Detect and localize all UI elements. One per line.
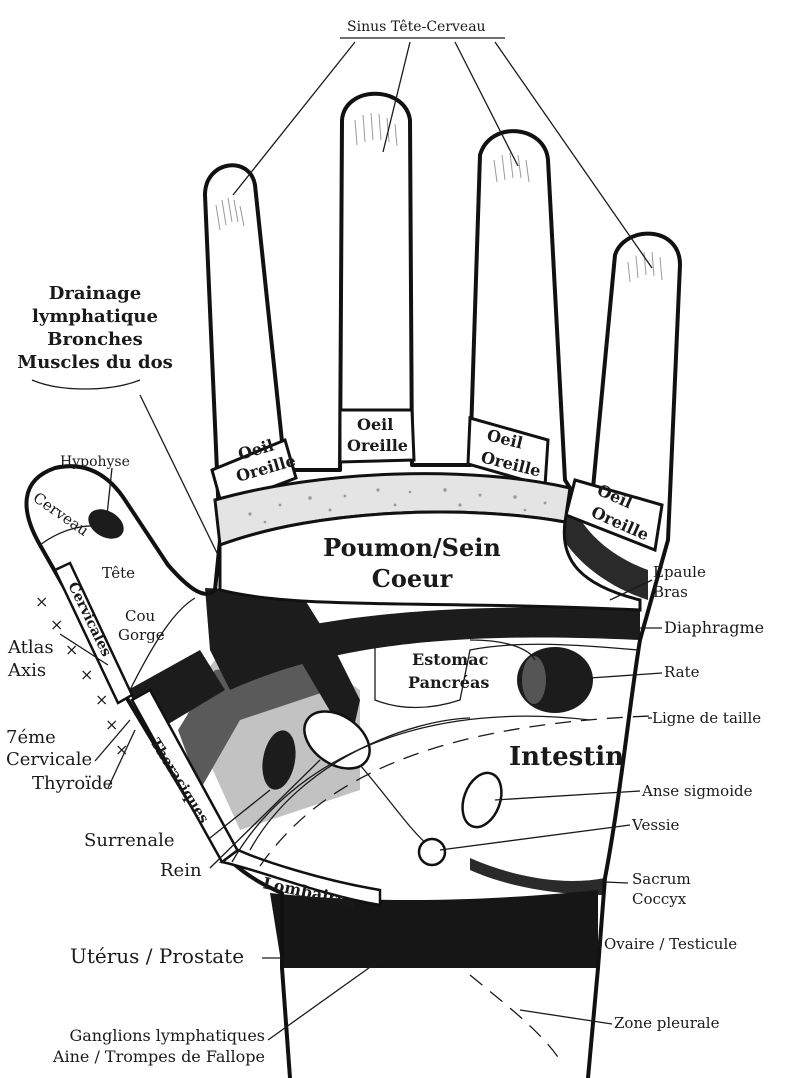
svg-text:×: × xyxy=(105,715,118,734)
wrist-lower-left xyxy=(282,968,290,1078)
label-intestin: Intestin xyxy=(509,742,624,772)
label-ganglions: Ganglions lymphatiques xyxy=(69,1026,265,1045)
label-pancreas: Pancréas xyxy=(408,673,489,692)
svg-text:×: × xyxy=(50,615,63,634)
label-thyroide: Thyroïde xyxy=(32,773,113,794)
label-oeil-middle: Oeil xyxy=(357,415,393,434)
label-surrenale: Surrenale xyxy=(84,830,175,851)
label-estomac: Estomac xyxy=(412,650,489,669)
label-cou: Cou xyxy=(125,607,156,625)
label-uterus: Utérus / Prostate xyxy=(70,944,244,968)
label-drainage: Drainage xyxy=(49,283,141,304)
bladder xyxy=(419,839,445,865)
label-bras: Bras xyxy=(653,583,688,601)
label-tete: Tête xyxy=(102,564,135,582)
label-cervicale: Cervicale xyxy=(6,749,92,770)
spleen-highlight xyxy=(522,656,546,704)
label-zone: Zone pleurale xyxy=(614,1014,720,1032)
label-muscles: Muscles du dos xyxy=(17,352,172,373)
label-hypophyse: Hypohyse xyxy=(60,454,130,470)
label-epaule: Epaule xyxy=(653,563,706,581)
svg-text:×: × xyxy=(80,665,93,684)
drainage-bracket xyxy=(32,380,140,389)
label-diaphragme: Diaphragme xyxy=(664,618,764,637)
label-anse: Anse sigmoide xyxy=(641,782,753,800)
label-bronches: Bronches xyxy=(47,329,142,350)
label-atlas: Atlas xyxy=(7,637,54,658)
label-oreille-middle: Oreille xyxy=(347,436,408,455)
label-coccyx: Coccyx xyxy=(632,890,687,908)
label-poumon: Poumon/Sein xyxy=(323,533,501,562)
label-septieme: 7éme xyxy=(6,727,56,748)
svg-text:×: × xyxy=(65,640,78,659)
label-rein: Rein xyxy=(160,860,202,881)
label-aine: Aine / Trompes de Fallope xyxy=(52,1047,265,1066)
pleural-dashed xyxy=(470,975,560,1060)
label-lymphatique: lymphatique xyxy=(32,306,158,327)
svg-text:×: × xyxy=(35,592,48,611)
sacrum-zone-dark xyxy=(470,858,605,895)
label-axis: Axis xyxy=(7,660,46,681)
label-coeur: Coeur xyxy=(372,564,453,593)
wrist-lower-right xyxy=(588,968,598,1078)
label-vessie: Vessie xyxy=(631,816,680,834)
label-gorge: Gorge xyxy=(118,626,165,644)
label-ovaire: Ovaire / Testicule xyxy=(604,935,737,953)
finger-hatching xyxy=(216,113,662,282)
label-sacrum: Sacrum xyxy=(632,870,691,888)
label-sinus: Sinus Tête-Cerveau xyxy=(347,19,486,35)
label-rate: Rate xyxy=(664,663,700,681)
ureter-line xyxy=(360,765,428,845)
label-ligne: Ligne de taille xyxy=(652,709,761,727)
svg-text:×: × xyxy=(95,690,108,709)
